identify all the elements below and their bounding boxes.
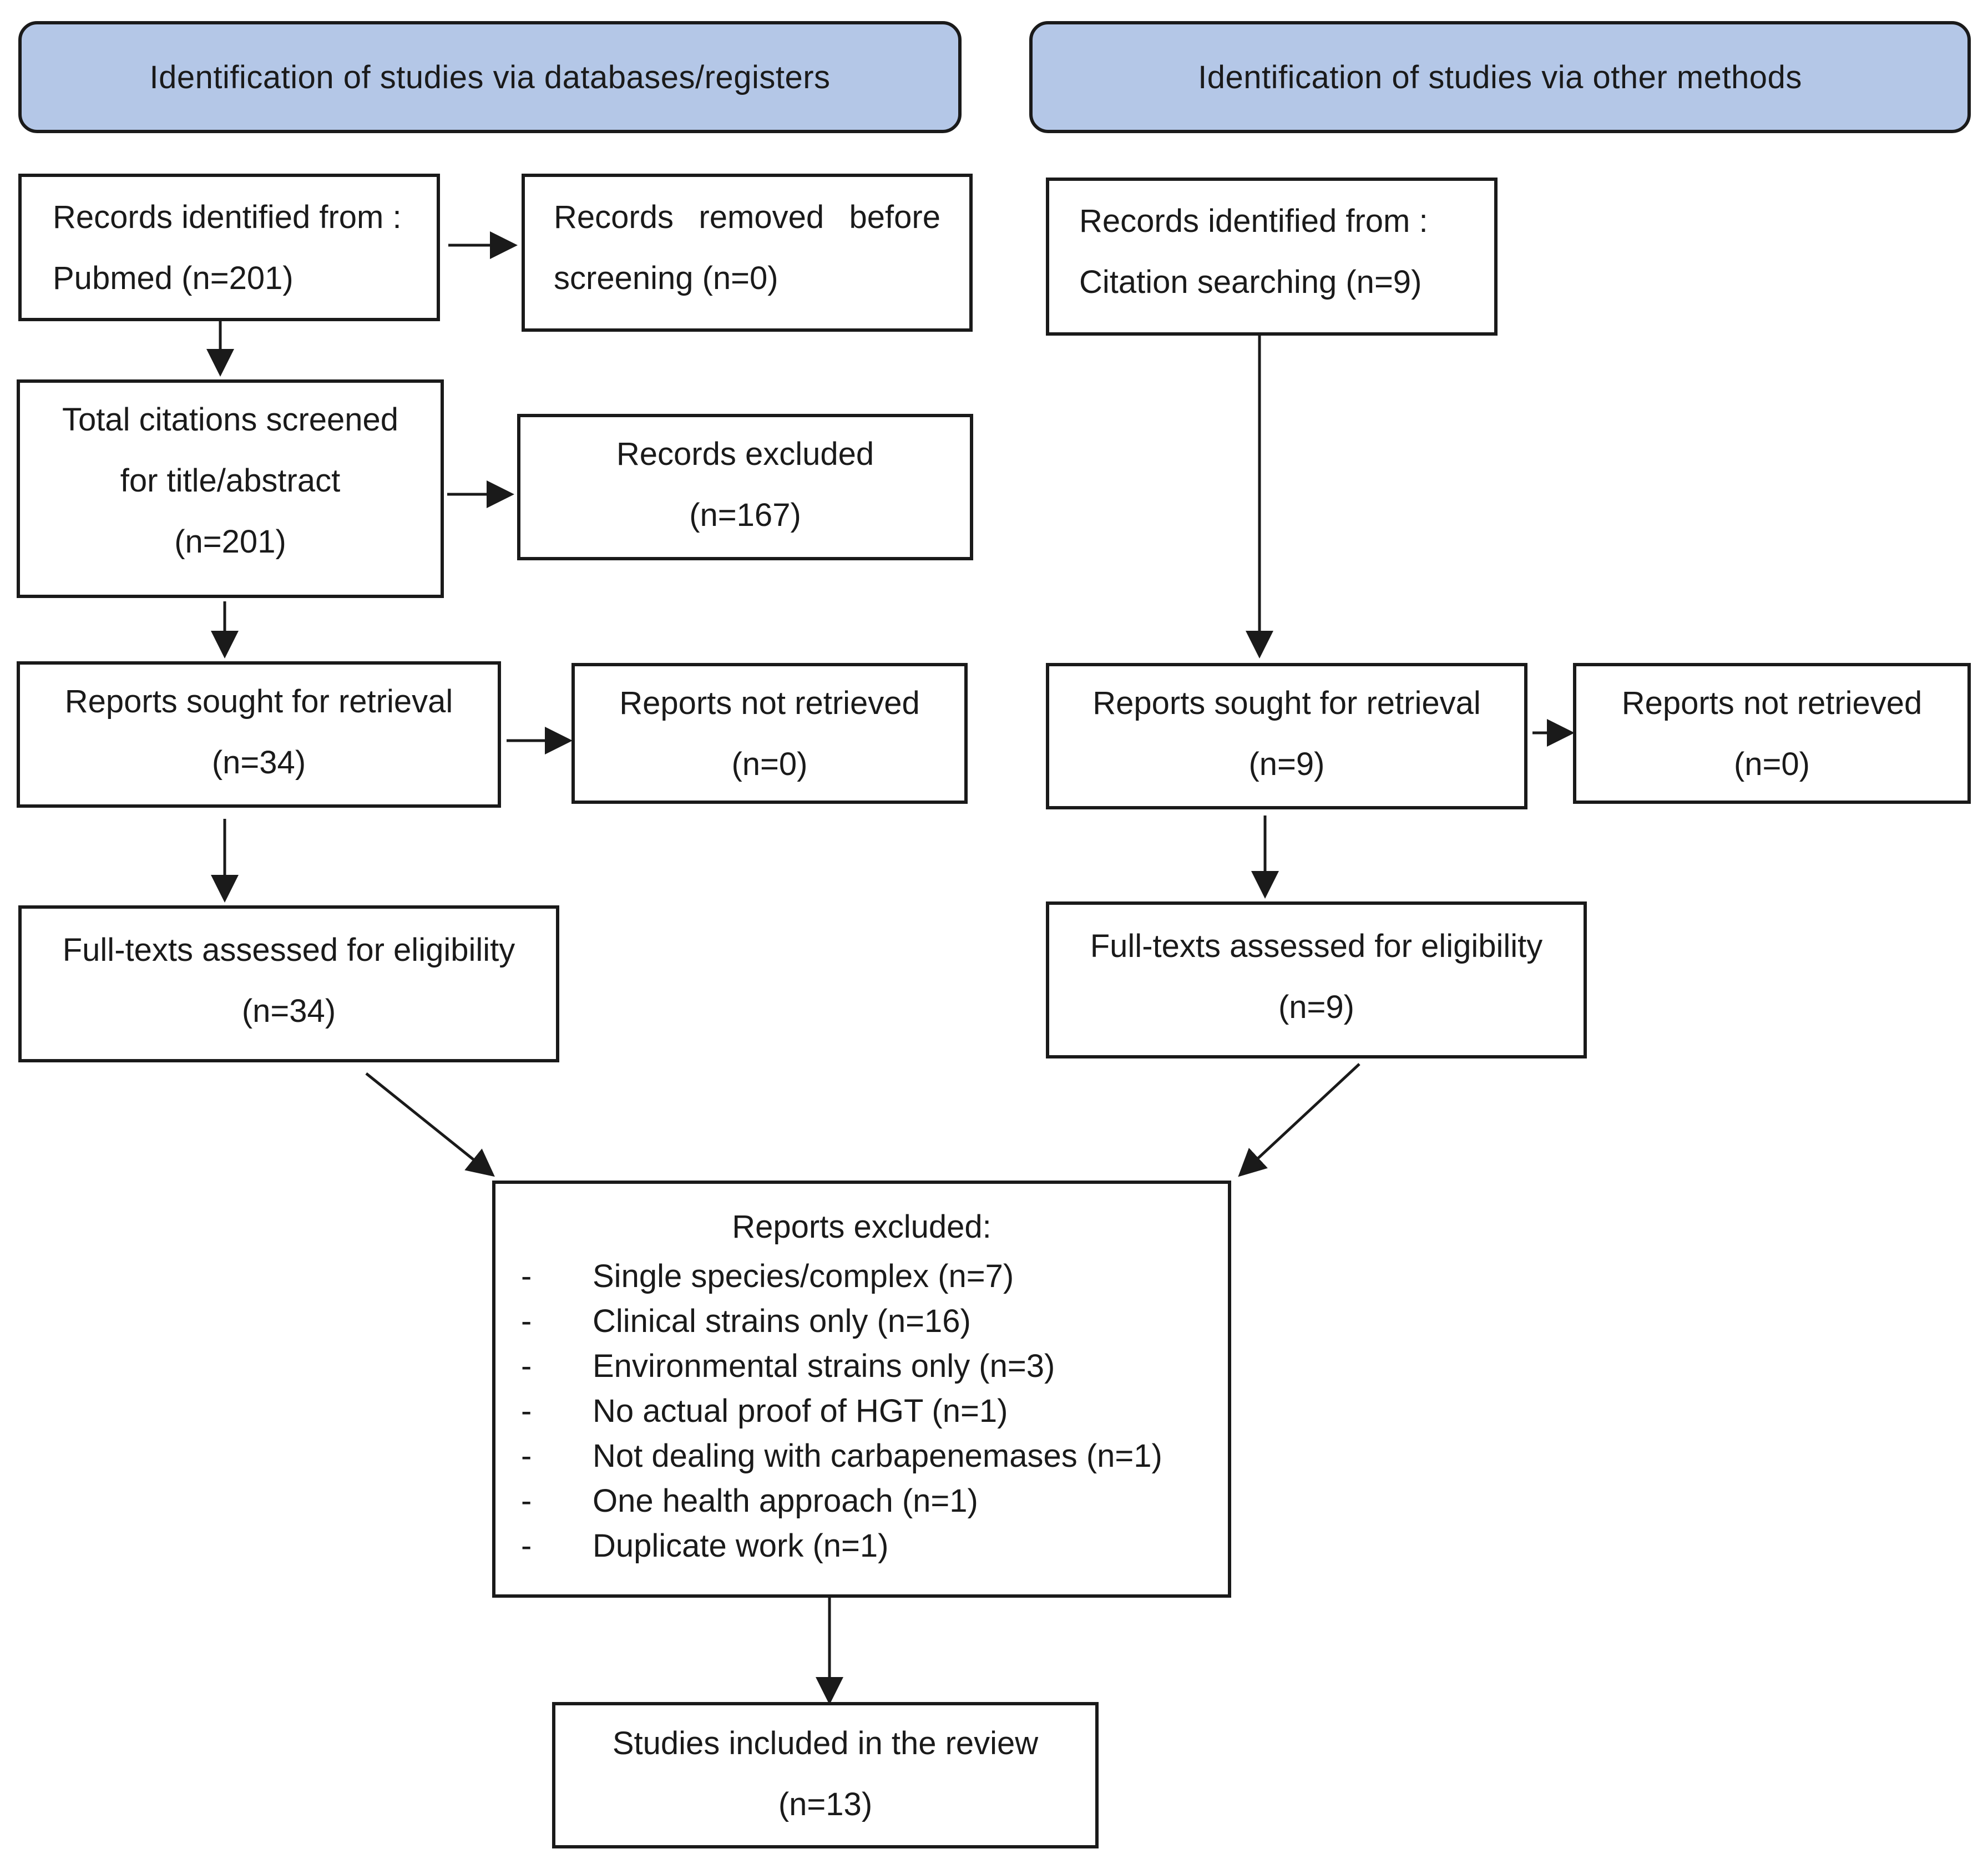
list-item: - Single species/complex (n=7) [495,1254,1228,1299]
records-removed-label: Records removed before [554,199,940,235]
list-item: - Clinical strains only (n=16) [495,1299,1228,1344]
list-item: - Not dealing with carbapenemases (n=1) [495,1433,1228,1478]
exclusion-reason: Environmental strains only (n=3) [593,1348,1055,1384]
box-records-removed: Records removed before screening (n=0) [522,174,973,332]
box-total-citations-screened: Total citations screened for title/abstr… [17,379,444,598]
list-item: - Duplicate work (n=1) [495,1523,1228,1568]
box-full-texts-assessed: Full-texts assessed for eligibility (n=3… [18,905,559,1062]
right-reports-sought-count: (n=9) [1248,746,1325,782]
full-texts-count: (n=34) [241,993,336,1029]
list-bullet: - [521,1438,532,1474]
records-excluded-count: (n=167) [689,497,801,533]
right-reports-not-retrieved-label: Reports not retrieved [1621,685,1923,721]
right-reports-not-retrieved-count: (n=0) [1733,746,1810,782]
studies-included-label: Studies included in the review [612,1725,1039,1761]
screened-label: Total citations screened [62,402,399,438]
arrow-right-fulltext-to-reports-excluded [1238,1063,1360,1177]
exclusion-reason: No actual proof of HGT (n=1) [593,1393,1008,1429]
records-removed-count: screening (n=0) [554,260,778,296]
studies-included-count: (n=13) [778,1786,873,1822]
exclusion-reason: Single species/complex (n=7) [593,1258,1014,1294]
box-records-identified-pubmed: Records identified from : Pubmed (n=201) [18,174,440,321]
box-right-reports-sought: Reports sought for retrieval (n=9) [1046,663,1527,809]
reports-excluded-list: - Single species/complex (n=7) - Clinical … [495,1254,1228,1568]
box-records-excluded: Records excluded (n=167) [517,414,973,560]
records-excluded-label: Records excluded [616,436,874,472]
box-reports-excluded: Reports excluded: - Single species/comple… [492,1181,1231,1598]
reports-sought-count: (n=34) [211,744,306,781]
right-records-identified-label: Records identified from : [1079,203,1428,239]
exclusion-reason: Clinical strains only (n=16) [593,1303,971,1339]
reports-sought-label: Reports sought for retrieval [64,683,453,720]
list-bullet: - [521,1303,532,1339]
right-reports-sought-label: Reports sought for retrieval [1092,685,1481,721]
header-databases-registers-text: Identification of studies via databases/… [149,59,831,95]
box-records-identified-citation: Records identified from : Citation searc… [1046,178,1498,336]
list-bullet: - [521,1483,532,1519]
right-full-texts-count: (n=9) [1278,989,1354,1025]
arrow-fulltext-to-reports-excluded [365,1072,495,1177]
reports-not-retrieved-label: Reports not retrieved [619,685,920,721]
reports-excluded-title: Reports excluded: [732,1209,992,1245]
box-studies-included: Studies included in the review (n=13) [552,1702,1099,1848]
records-identified-label: Records identified from : [53,199,402,235]
list-bullet: - [521,1258,532,1294]
header-databases-registers: Identification of studies via databases/… [18,21,962,133]
exclusion-reason: Duplicate work (n=1) [593,1528,889,1564]
box-right-reports-not-retrieved: Reports not retrieved (n=0) [1573,663,1971,804]
list-bullet: - [521,1348,532,1384]
box-reports-not-retrieved: Reports not retrieved (n=0) [571,663,968,804]
screened-count: (n=201) [174,524,286,560]
list-bullet: - [521,1393,532,1429]
list-item: - One health approach (n=1) [495,1478,1228,1523]
screened-sublabel: for title/abstract [120,463,341,499]
right-records-identified-count: Citation searching (n=9) [1079,264,1422,300]
list-bullet: - [521,1528,532,1564]
records-identified-count: Pubmed (n=201) [53,260,294,296]
list-item: - No actual proof of HGT (n=1) [495,1389,1228,1433]
right-full-texts-label: Full-texts assessed for eligibility [1090,928,1543,964]
exclusion-reason: One health approach (n=1) [593,1483,978,1519]
box-right-full-texts-assessed: Full-texts assessed for eligibility (n=9… [1046,901,1587,1058]
header-other-methods: Identification of studies via other meth… [1029,21,1971,133]
full-texts-label: Full-texts assessed for eligibility [62,932,515,968]
list-item: - Environmental strains only (n=3) [495,1344,1228,1389]
reports-not-retrieved-count: (n=0) [731,746,808,782]
header-other-methods-text: Identification of studies via other meth… [1198,59,1802,95]
exclusion-reason: Not dealing with carbapenemases (n=1) [593,1438,1162,1474]
box-reports-sought: Reports sought for retrieval (n=34) [17,661,501,808]
